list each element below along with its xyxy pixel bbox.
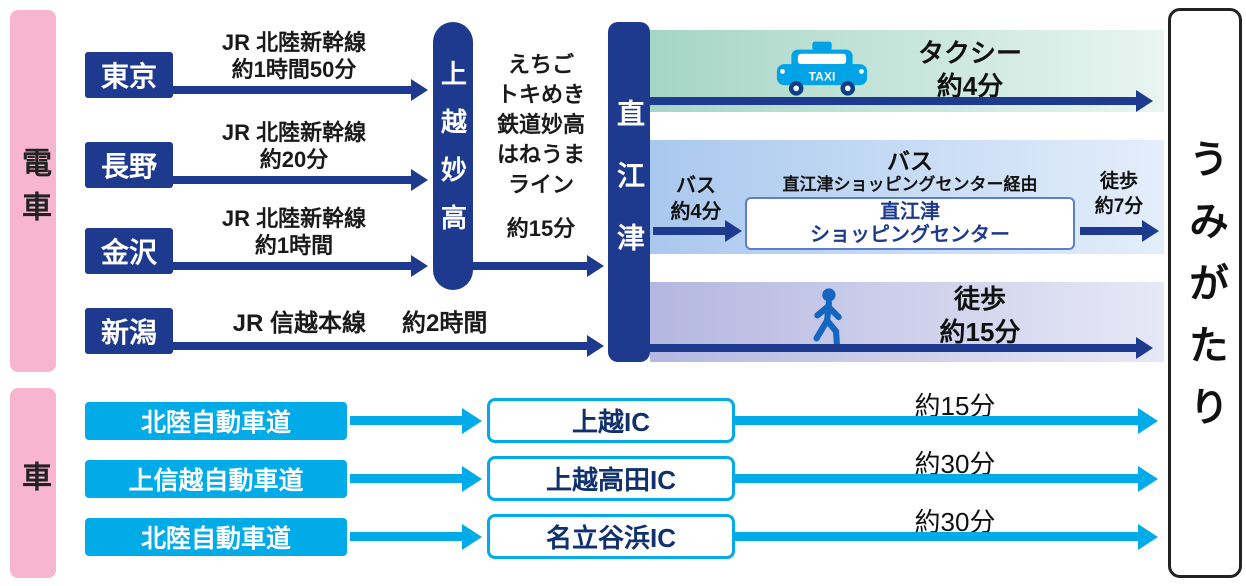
walk-arrow — [650, 344, 1136, 352]
line-name: JR 北陸新幹線 — [221, 30, 367, 55]
walk-icon — [813, 288, 842, 347]
connection-line-text: トキめき — [496, 82, 585, 107]
bus-stop-line1: 直江津 — [880, 200, 940, 223]
line-name: JR 信越本線 — [232, 310, 366, 337]
taxi-icon: TAXI — [776, 41, 868, 96]
hub-station-joetsumyoko: 上越妙高 — [433, 22, 473, 290]
hub-station-label: 上越妙高 — [437, 60, 468, 252]
road-box-hokuriku-1: 北陸自動車道 — [85, 402, 347, 440]
route-label-kanazawa: JR 北陸新幹線 約1時間 — [176, 205, 412, 259]
line-name: JR 北陸新幹線 — [221, 120, 367, 145]
bus-header: バス — [887, 148, 933, 174]
hub-station-label: 直江津 — [614, 99, 645, 285]
bus-leg2-mode: 徒歩 — [1099, 171, 1138, 192]
drive-arrow-2 — [735, 474, 1138, 483]
walk-mode: 徒歩 — [953, 284, 1006, 314]
road-arrow-1 — [350, 416, 462, 425]
hub-station-naoetsu: 直江津 — [608, 22, 650, 362]
station-box-tokyo: 東京 — [85, 52, 173, 98]
walk-duration: 約15分 — [939, 317, 1021, 347]
bus-leg2-label: 徒歩 約7分 — [1076, 169, 1162, 219]
line-duration: 約20分 — [259, 147, 329, 172]
bus-leg2-arrow — [1080, 227, 1142, 235]
station-box-niigata: 新潟 — [85, 308, 173, 354]
bus-leg1-label: バス 約4分 — [650, 173, 742, 225]
connection-line-text: はねうま — [496, 142, 585, 167]
connection-arrow — [473, 262, 587, 270]
route-label-niigata: JR 信越本線 約2時間 — [180, 303, 540, 338]
car-section-bar: 車 — [10, 388, 56, 578]
taxi-arrow — [650, 97, 1136, 105]
connection-line-label: えちご トキめき 鉄道妙高 はねうま ライン 約15分 — [478, 50, 604, 244]
taxi-sign-text: TAXI — [809, 69, 836, 83]
bus-stop-line2: ショッピングセンター — [810, 223, 1010, 246]
road-box-hokuriku-2: 北陸自動車道 — [85, 518, 347, 556]
bus-leg1-mode: バス — [676, 175, 716, 197]
line-duration: 約1時間 — [254, 233, 334, 258]
bus-leg1-duration: 約4分 — [670, 201, 722, 223]
route-arrow-kanazawa — [173, 262, 411, 270]
train-section-bar: 電車 — [10, 10, 56, 372]
road-box-joshinetsu: 上信越自動車道 — [85, 460, 347, 498]
walk-label: 徒歩 約15分 — [900, 283, 1060, 349]
line-name: JR 北陸新幹線 — [221, 206, 367, 231]
ic-box-joetsutakada: 上越高田IC — [487, 456, 735, 501]
bus-leg2-duration: 約7分 — [1094, 196, 1144, 217]
route-label-tokyo: JR 北陸新幹線 約1時間50分 — [176, 29, 412, 83]
line-duration: 約1時間50分 — [231, 57, 357, 82]
station-box-kanazawa: 金沢 — [85, 228, 173, 274]
destination-box: うみがたり — [1168, 8, 1242, 578]
connection-line-text: 鉄道妙高 — [496, 112, 585, 137]
taxi-duration: 約4分 — [936, 71, 1004, 101]
connection-line-text: えちご — [507, 52, 574, 77]
route-arrow-niigata — [173, 342, 587, 350]
station-box-nagano: 長野 — [85, 142, 173, 188]
drive-arrow-3 — [735, 532, 1138, 541]
route-arrow-tokyo — [173, 86, 411, 94]
taxi-label: タクシー 約4分 — [885, 37, 1055, 103]
route-label-nagano: JR 北陸新幹線 約20分 — [176, 119, 412, 173]
connection-duration: 約15分 — [506, 216, 576, 241]
connection-line-text: ライン — [507, 172, 574, 197]
ic-box-nadachitanihama: 名立谷浜IC — [487, 514, 735, 559]
car-section-label: 車 — [17, 461, 50, 505]
drive-arrow-1 — [735, 416, 1138, 425]
line-duration: 約2時間 — [402, 310, 488, 337]
road-arrow-2 — [350, 474, 462, 483]
bus-leg1-arrow — [653, 227, 725, 235]
destination-label: うみがたり — [1183, 138, 1227, 448]
bus-via-label: 直江津ショッピングセンター経由 — [782, 175, 1038, 194]
ic-box-joetsu: 上越IC — [487, 398, 735, 443]
road-arrow-3 — [350, 532, 462, 541]
bus-stop-box: 直江津 ショッピングセンター — [745, 197, 1075, 250]
train-section-label: 電車 — [17, 147, 50, 235]
taxi-mode: タクシー — [917, 38, 1022, 68]
route-arrow-nagano — [173, 176, 411, 184]
